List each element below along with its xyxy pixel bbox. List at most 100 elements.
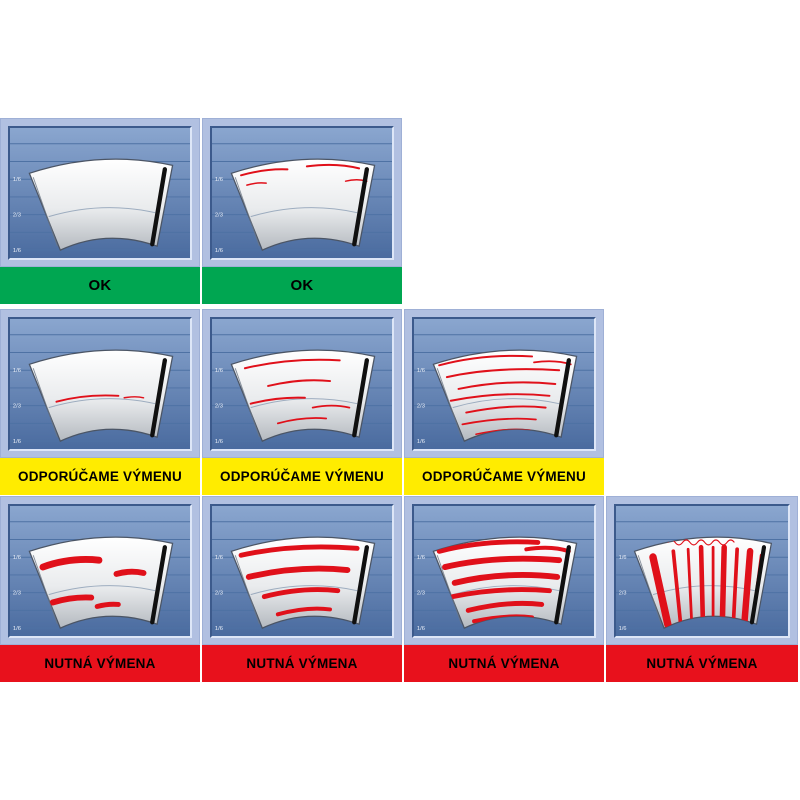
windshield-graphic: 1/62/31/6	[212, 319, 392, 449]
wiper-blade	[352, 167, 370, 247]
windshield-graphic: 1/6 2/3 1/6	[414, 319, 594, 449]
red-streak	[276, 417, 328, 425]
red-streak	[698, 544, 706, 626]
red-streak	[445, 368, 561, 379]
red-handwriting-mark	[667, 539, 735, 546]
red-streak	[267, 379, 332, 387]
windshield-graphic: 1/6 2/3 1/6	[10, 128, 190, 258]
red-streak	[261, 587, 341, 600]
red-streak	[238, 544, 360, 558]
scale-label: 1/6	[417, 439, 425, 445]
condition-label: NUTNÁ VÝMENA	[44, 656, 156, 671]
scale-label: 2/3	[13, 404, 21, 410]
panel-frame: 1/6 2/3 1/6	[0, 118, 200, 267]
wipe-edge-line	[452, 398, 560, 409]
wiper-blade	[554, 358, 572, 438]
windshield-graphic: 1/62/31/6	[10, 506, 190, 636]
red-streak	[741, 547, 754, 625]
wipe-left-edge	[32, 177, 58, 247]
red-streak	[311, 404, 351, 409]
wipe-left-edge	[637, 555, 662, 625]
scale-label: 1/6	[619, 555, 627, 561]
condition-label: ODPORÚČAME VÝMENU	[220, 469, 384, 484]
scale-label: 1/6	[215, 368, 223, 374]
red-streak	[240, 168, 289, 177]
red-streak	[449, 393, 551, 402]
red-streak	[438, 354, 534, 367]
condition-label-bar: NUTNÁ VÝMENA	[202, 645, 402, 682]
wipe-left-edge	[436, 555, 462, 625]
scale-label: 2/3	[215, 591, 223, 597]
streak-group	[39, 556, 147, 609]
streak-group	[238, 544, 360, 617]
red-streak	[465, 600, 545, 613]
condition-label: NUTNÁ VÝMENA	[246, 656, 358, 671]
condition-label-bar: ODPORÚČAME VÝMENU	[404, 458, 604, 495]
scale-label: 2/3	[215, 404, 223, 410]
condition-label-bar: NUTNÁ VÝMENA	[404, 645, 604, 682]
red-streak	[49, 594, 95, 606]
scale-label: 1/6	[417, 368, 425, 374]
scale-label: 2/3	[13, 213, 21, 219]
red-streak	[649, 553, 672, 629]
scale-label: 2/3	[417, 404, 425, 410]
windshield-wipe-area	[230, 349, 376, 442]
scale-label: 1/6	[13, 177, 21, 183]
red-streak	[94, 601, 121, 609]
scale-label: 1/6	[417, 626, 425, 632]
scale-label: 1/6	[13, 439, 21, 445]
wipe-left-edge	[436, 368, 462, 438]
windshield-graphic: 1/62/31/6	[212, 128, 392, 258]
red-streak	[249, 396, 306, 405]
windshield-graphic: 1/62/31/6	[414, 506, 594, 636]
windshield-screen: 1/6 2/3 1/6	[8, 126, 192, 260]
red-streak	[245, 565, 351, 580]
red-streak	[275, 606, 332, 617]
red-streak	[243, 358, 341, 370]
scale-label: 2/3	[619, 591, 627, 597]
scale-label: 1/6	[13, 555, 21, 561]
wipe-edge-line	[250, 398, 358, 409]
scale-label: 1/6	[215, 555, 223, 561]
condition-label: NUTNÁ VÝMENA	[646, 656, 758, 671]
wiper-blade	[352, 545, 370, 625]
scale-label: 1/6	[13, 626, 21, 632]
condition-label-bar: OK	[0, 267, 200, 304]
wiper-blade	[150, 545, 168, 625]
panel-frame: 1/6 2/3 1/6	[404, 309, 604, 458]
wipe-left-edge	[234, 368, 260, 438]
red-streak	[450, 587, 552, 600]
red-streak	[39, 556, 103, 571]
red-streak	[442, 555, 563, 571]
wiper-blade	[554, 545, 572, 625]
windshield-graphic: 1/62/31/6	[616, 506, 788, 636]
red-streak	[451, 572, 561, 586]
windshield-wipe-area	[28, 158, 174, 251]
scale-label: 1/6	[13, 248, 21, 254]
windshield-wipe-area	[230, 158, 376, 251]
red-streak	[123, 396, 145, 399]
scale-label: 1/6	[215, 177, 223, 183]
red-streak	[436, 539, 541, 554]
streak-group	[55, 394, 145, 403]
wiper-blade	[352, 358, 370, 438]
red-streak	[465, 405, 547, 414]
red-streak	[671, 549, 683, 628]
wipe-left-edge	[234, 177, 260, 247]
red-streak	[524, 545, 571, 554]
